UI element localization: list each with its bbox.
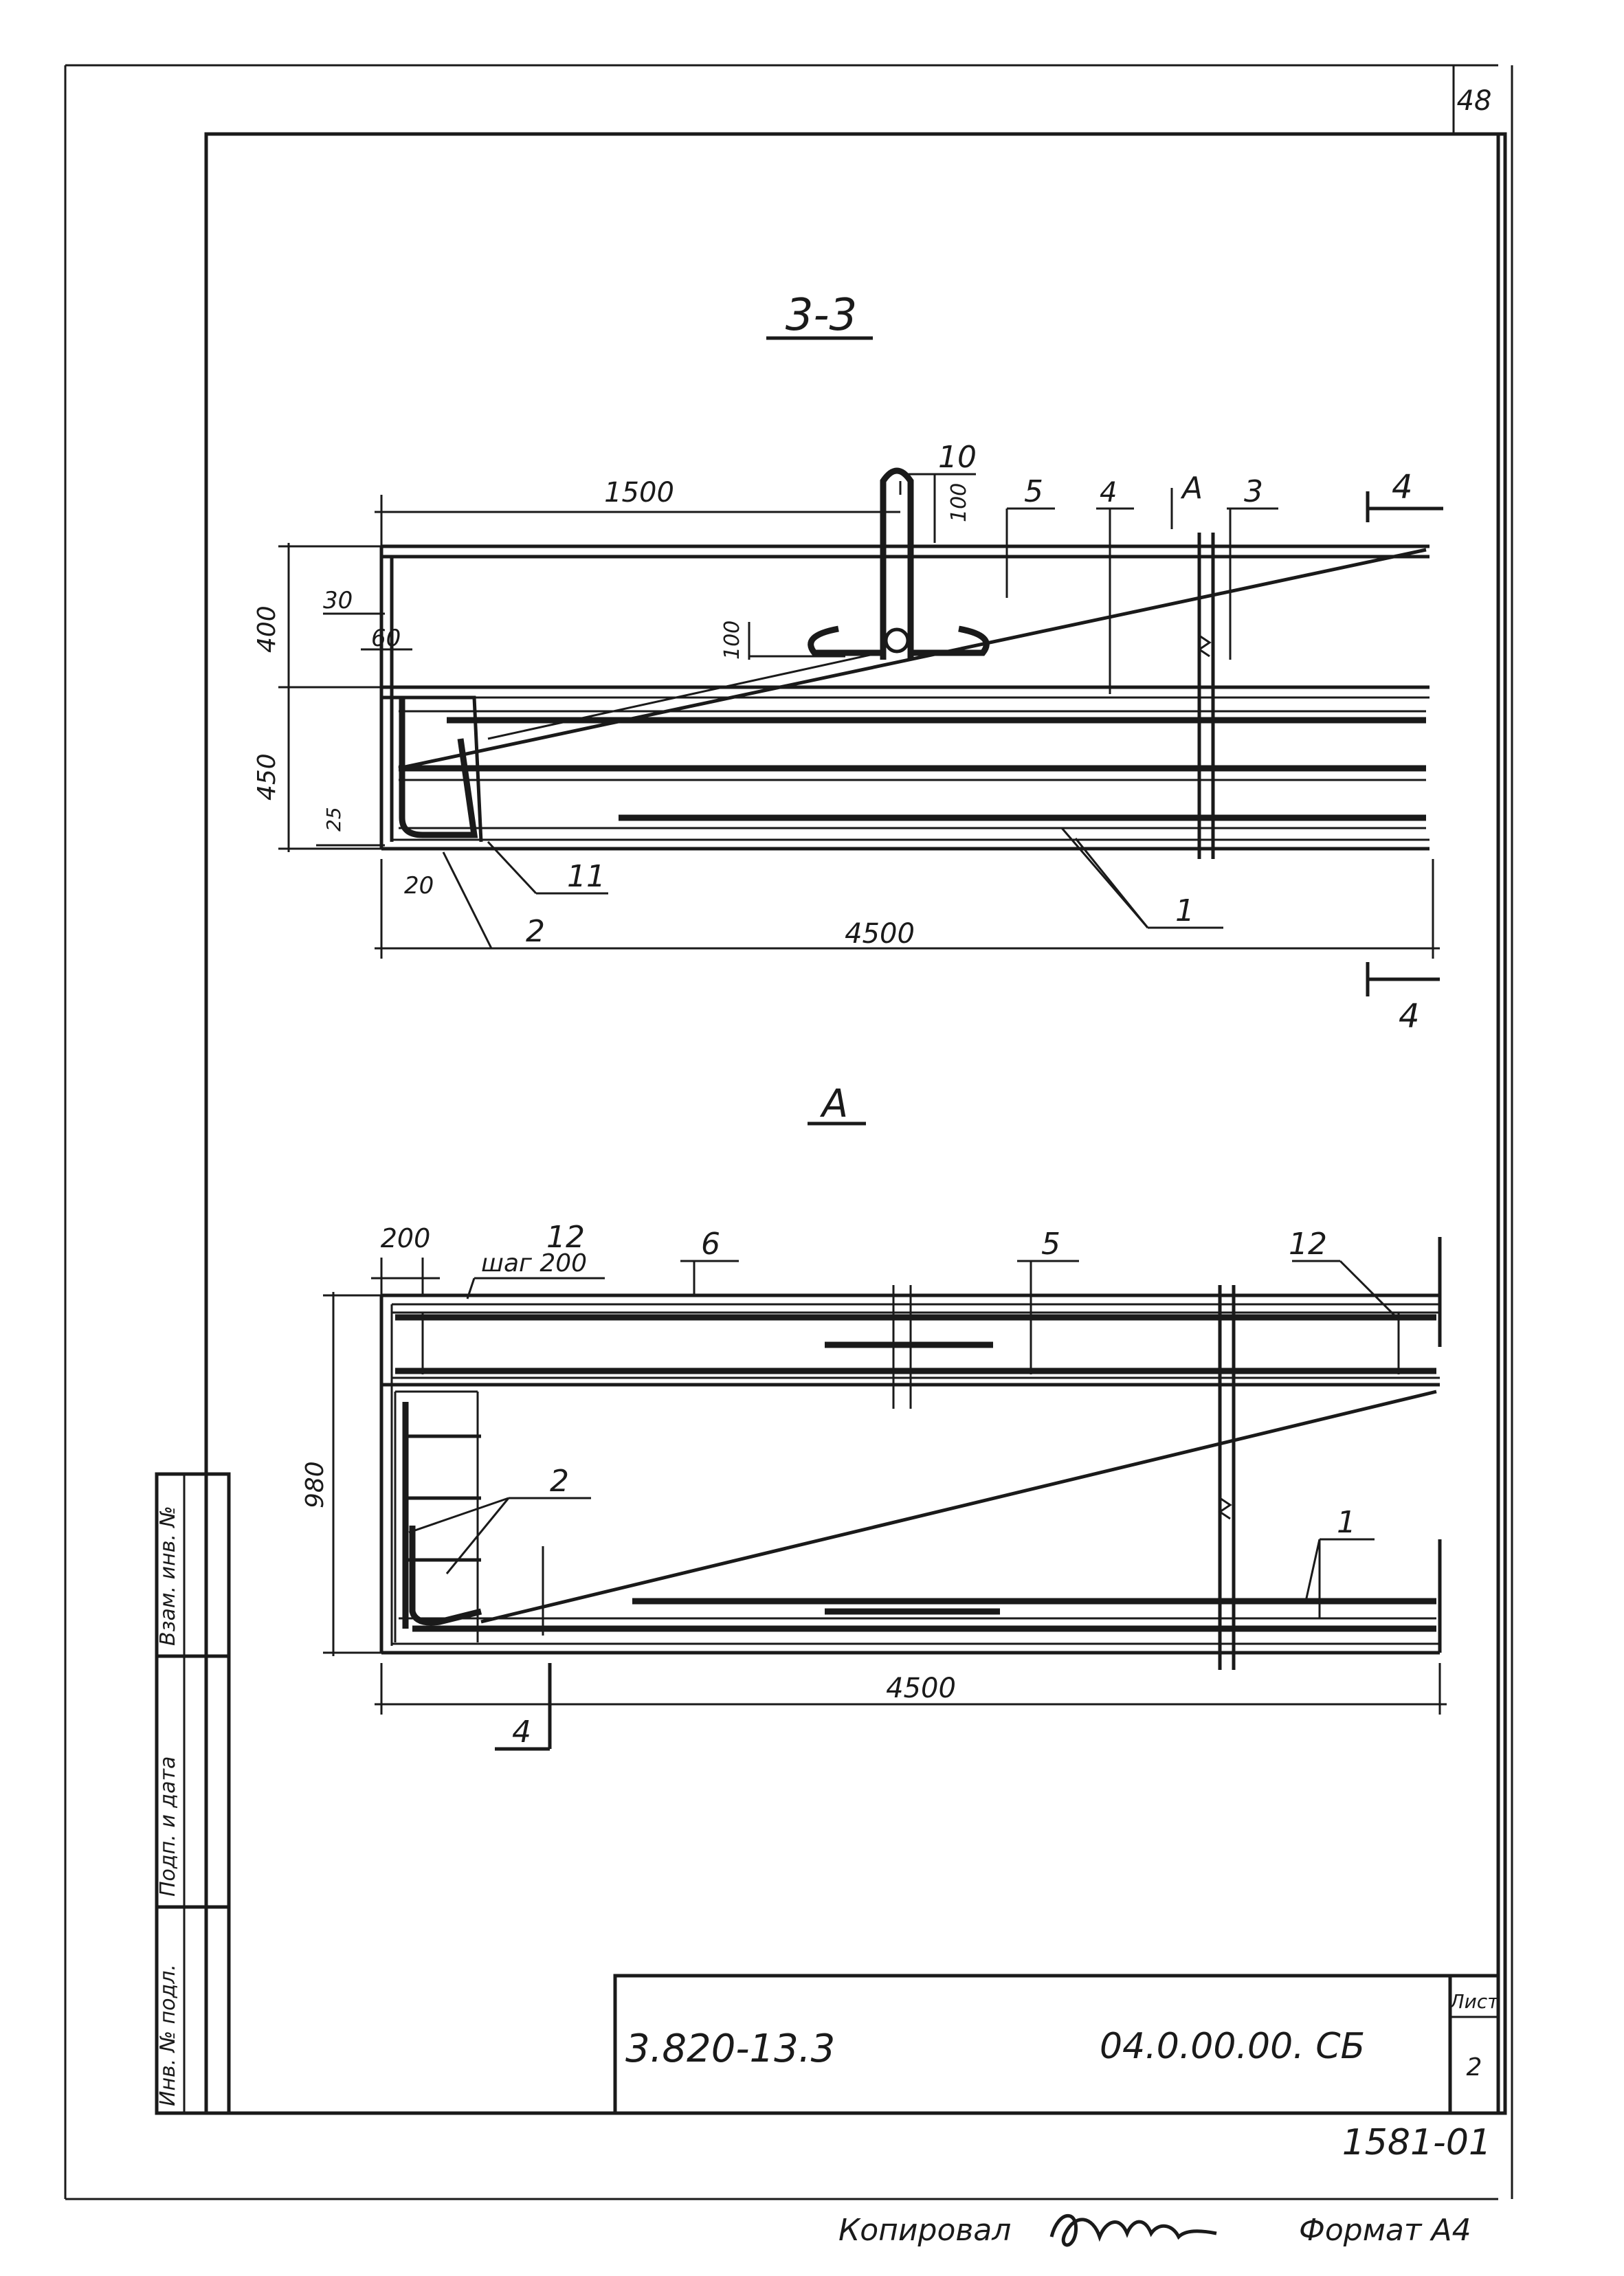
label-2-section: 2 [526, 914, 545, 949]
label-A-marker: А [1180, 471, 1203, 506]
stamp-replaced-inv: Взам. инв. № [156, 1506, 180, 1646]
footer-number: 1581-01 [1342, 2122, 1491, 2163]
dim-100-top: 100 [947, 483, 971, 522]
page-number: 48 [1457, 85, 1492, 117]
designation: 3.820-13.3 [625, 2027, 835, 2071]
label-12-left: 12 [546, 1220, 585, 1255]
label-5-section: 5 [1024, 474, 1043, 509]
dim-4500-view: 4500 [886, 1673, 956, 1704]
view-a-title: А [820, 1082, 848, 1126]
label-12-right: 12 [1289, 1227, 1327, 1262]
format-label: Формат А4 [1299, 2213, 1471, 2248]
label-1-section: 1 [1175, 893, 1194, 928]
sheet-label: Лист [1449, 1990, 1500, 2013]
dim-30: 30 [323, 587, 353, 614]
section-33-leaders [442, 473, 1443, 996]
copier-signature [1049, 2213, 1217, 2247]
drawing-code: 04.0.00.00. СБ [1100, 2026, 1365, 2067]
cut-4-bottom: 4 [1399, 997, 1420, 1036]
dim-450: 450 [253, 753, 281, 801]
sheet-border [64, 64, 1513, 2200]
section-33-drawing [379, 467, 1430, 859]
copied-label: Копировал [838, 2213, 1011, 2248]
view-a-leaders [408, 1260, 1400, 1751]
dim-1500: 1500 [604, 477, 674, 509]
cut-4-top: 4 [1392, 468, 1413, 506]
dim-25: 25 [322, 807, 345, 832]
stamp-signature-date: Подп. и дата [156, 1756, 180, 1897]
dim-400: 400 [253, 605, 281, 653]
dim-step-200: шаг 200 [481, 1249, 587, 1278]
title-block [613, 1974, 1500, 2115]
section-33-title: 3-3 [786, 290, 858, 341]
view-a-drawing [379, 1237, 1442, 1670]
dim-100-mid: 100 [720, 621, 744, 660]
label-4-section: 4 [1100, 477, 1117, 509]
label-10: 10 [938, 440, 977, 475]
label-2-view: 2 [550, 1464, 569, 1499]
dim-60: 60 [371, 625, 401, 652]
stamp-original-inv: Инв. № подл. [156, 1964, 180, 2106]
dim-4500-section: 4500 [845, 918, 915, 950]
label-11: 11 [567, 859, 605, 894]
dim-980: 980 [301, 1461, 329, 1508]
label-1-view: 1 [1337, 1505, 1356, 1540]
label-6: 6 [701, 1227, 720, 1262]
side-stamp [155, 1472, 231, 2115]
dim-20: 20 [404, 872, 434, 900]
label-4-view: 4 [512, 1715, 531, 1750]
label-5-view: 5 [1041, 1227, 1060, 1262]
view-a-dimensions [323, 1258, 1447, 1715]
dim-200: 200 [381, 1223, 431, 1253]
sheet-value: 2 [1467, 2053, 1482, 2082]
label-3: 3 [1244, 474, 1263, 509]
